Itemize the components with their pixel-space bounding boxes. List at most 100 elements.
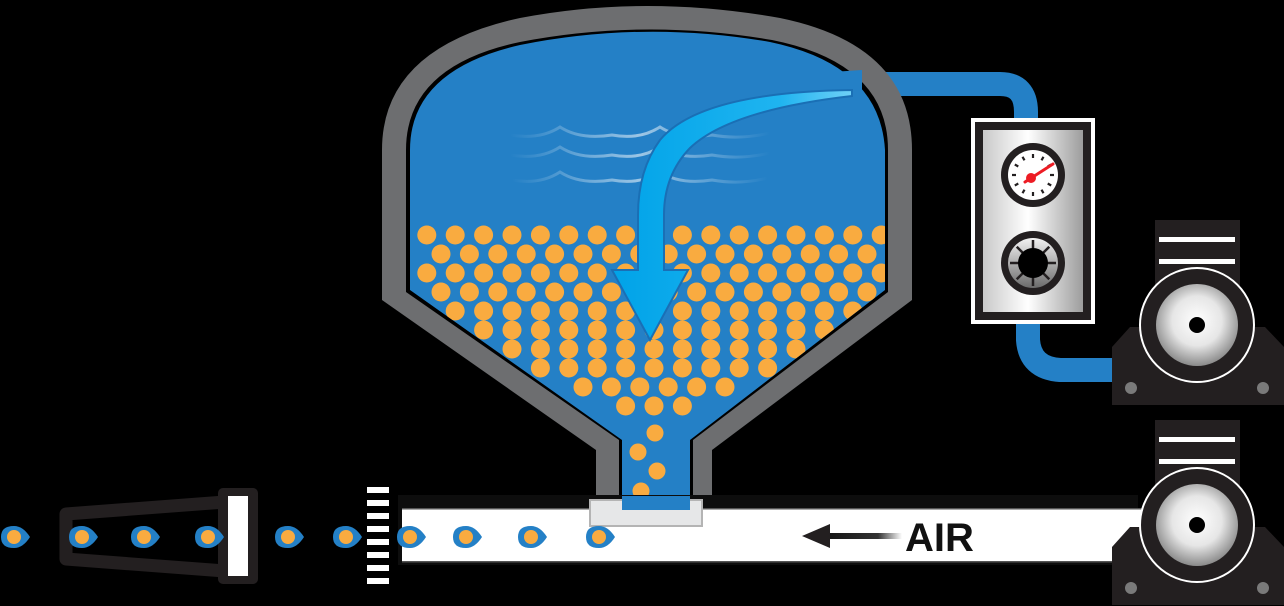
water-supply-pipe (840, 67, 1120, 382)
media-bead (772, 244, 792, 264)
moving-media-bead (275, 526, 304, 548)
media-bead (672, 320, 692, 340)
media-bead (729, 320, 749, 340)
media-bead (530, 225, 550, 245)
media-bead (587, 358, 607, 378)
media-bead (843, 225, 863, 245)
media-bead (829, 282, 849, 302)
media-beads-in-tank (417, 225, 885, 416)
media-bead (743, 244, 763, 264)
water-waves (509, 125, 771, 184)
metering-valve (589, 496, 703, 527)
media-bead (587, 225, 607, 245)
media-bead (800, 282, 820, 302)
media-bead (573, 244, 593, 264)
media-bead (743, 282, 763, 302)
media-bead (587, 320, 607, 340)
media-bead (701, 225, 721, 245)
media-beads-exiting (1, 526, 362, 548)
moving-media-bead (518, 526, 547, 548)
media-bead (758, 301, 778, 321)
media-bead (616, 396, 636, 416)
media-bead (814, 225, 834, 245)
media-bead (616, 358, 636, 378)
media-bead (729, 339, 749, 359)
media-bead (530, 301, 550, 321)
media-bead (474, 225, 494, 245)
air-label: AIR (905, 516, 974, 560)
media-bead (644, 358, 664, 378)
pressure-gauge-icon (1001, 143, 1065, 207)
media-bead (431, 244, 451, 264)
media-bead (502, 225, 522, 245)
media-bead (786, 225, 806, 245)
media-bead (417, 225, 437, 245)
media-bead (672, 339, 692, 359)
moving-media-bead (586, 526, 615, 548)
media-beads-in-hose (397, 526, 615, 548)
media-bead (587, 263, 607, 283)
compressor-top (1112, 220, 1284, 405)
media-bead (800, 244, 820, 264)
media-bead (502, 263, 522, 283)
media-bead (601, 282, 621, 302)
media-bead (516, 244, 536, 264)
moving-media-bead (131, 526, 160, 548)
media-bead (474, 263, 494, 283)
moving-media-bead (1, 526, 30, 548)
media-bead (573, 282, 593, 302)
media-bead (459, 282, 479, 302)
media-bead (488, 244, 508, 264)
media-bead (616, 320, 636, 340)
media-bead (857, 282, 877, 302)
media-bead (758, 263, 778, 283)
regulator-knob-icon (1001, 231, 1065, 295)
media-bead (559, 320, 579, 340)
media-bead (786, 263, 806, 283)
media-bead (417, 263, 437, 283)
media-bead (729, 358, 749, 378)
media-bead (616, 301, 636, 321)
media-bead (601, 377, 621, 397)
media-bead (646, 424, 664, 442)
media-bead (729, 301, 749, 321)
media-bead (587, 301, 607, 321)
media-bead (772, 282, 792, 302)
media-bead (701, 263, 721, 283)
media-bead (545, 244, 565, 264)
moving-media-bead (333, 526, 362, 548)
moving-media-bead (453, 526, 482, 548)
inflow-arrow (610, 88, 853, 343)
media-bead (559, 301, 579, 321)
media-bead (474, 301, 494, 321)
media-bead (502, 339, 522, 359)
media-bead (758, 320, 778, 340)
media-bead (786, 320, 806, 340)
media-bead (814, 263, 834, 283)
media-bead (559, 225, 579, 245)
media-bead (559, 358, 579, 378)
media-bead (701, 301, 721, 321)
control-panel (971, 118, 1095, 324)
media-bead (715, 282, 735, 302)
media-bead (629, 443, 647, 461)
media-bead (431, 282, 451, 302)
media-bead (616, 225, 636, 245)
media-bead (701, 339, 721, 359)
media-bead (502, 320, 522, 340)
moving-media-bead (69, 526, 98, 548)
media-bead (630, 377, 650, 397)
media-bead (758, 339, 778, 359)
media-bead (648, 462, 666, 480)
media-bead (530, 339, 550, 359)
media-bead (587, 339, 607, 359)
media-bead (616, 339, 636, 359)
media-bead (701, 358, 721, 378)
media-bead (829, 244, 849, 264)
media-bead (843, 263, 863, 283)
media-bead (715, 244, 735, 264)
media-bead (715, 377, 735, 397)
hose-coupling (367, 487, 389, 584)
media-bead (516, 282, 536, 302)
